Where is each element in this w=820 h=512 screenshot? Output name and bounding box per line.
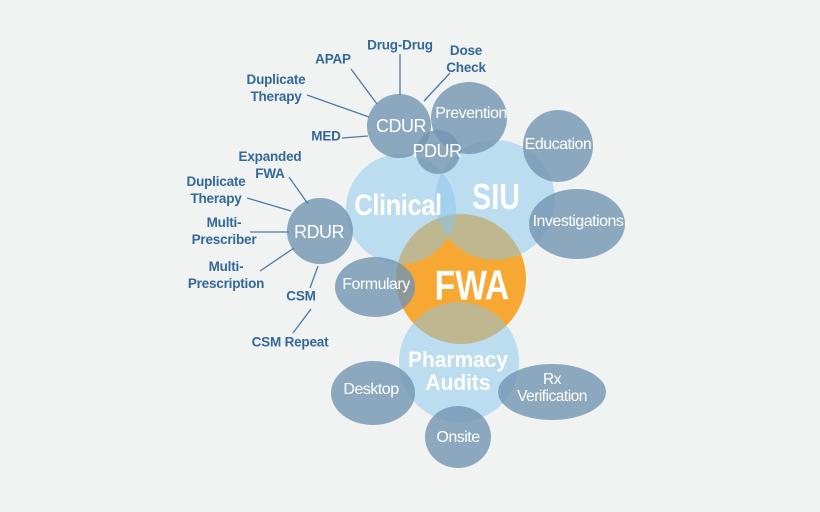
node-circle-rdur: [287, 198, 353, 264]
node-circle-desktop: [331, 361, 415, 425]
node-circle-rx-verification: [498, 364, 606, 420]
node-circle-onsite: [425, 406, 491, 468]
leader-line-expanded-fwa: [288, 176, 309, 205]
node-circles: [287, 82, 625, 468]
venn-circle-clinical: [346, 154, 456, 264]
venn-circle-pharmacy-audits: [399, 302, 519, 422]
node-circle-investigations: [529, 189, 625, 259]
venn-group-circles: [346, 140, 555, 422]
node-circle-cdur: [367, 94, 431, 158]
leader-line-med: [341, 135, 369, 139]
leader-line-dose-check: [423, 72, 451, 102]
leader-line-csm-repeat: [292, 308, 312, 334]
leader-line-multi-prescription: [259, 247, 295, 272]
leader-line-duplicate-therapy-cdur: [306, 94, 370, 118]
node-circle-pdur: [416, 130, 460, 174]
leader-line-duplicate-therapy-rdur: [246, 197, 292, 212]
venn-circle-siu: [435, 140, 555, 260]
leader-line-apap: [350, 68, 378, 105]
leader-lines: [246, 54, 451, 334]
node-circle-education: [523, 110, 593, 182]
leader-line-csm: [309, 265, 319, 289]
node-circle-formulary: [335, 257, 415, 317]
